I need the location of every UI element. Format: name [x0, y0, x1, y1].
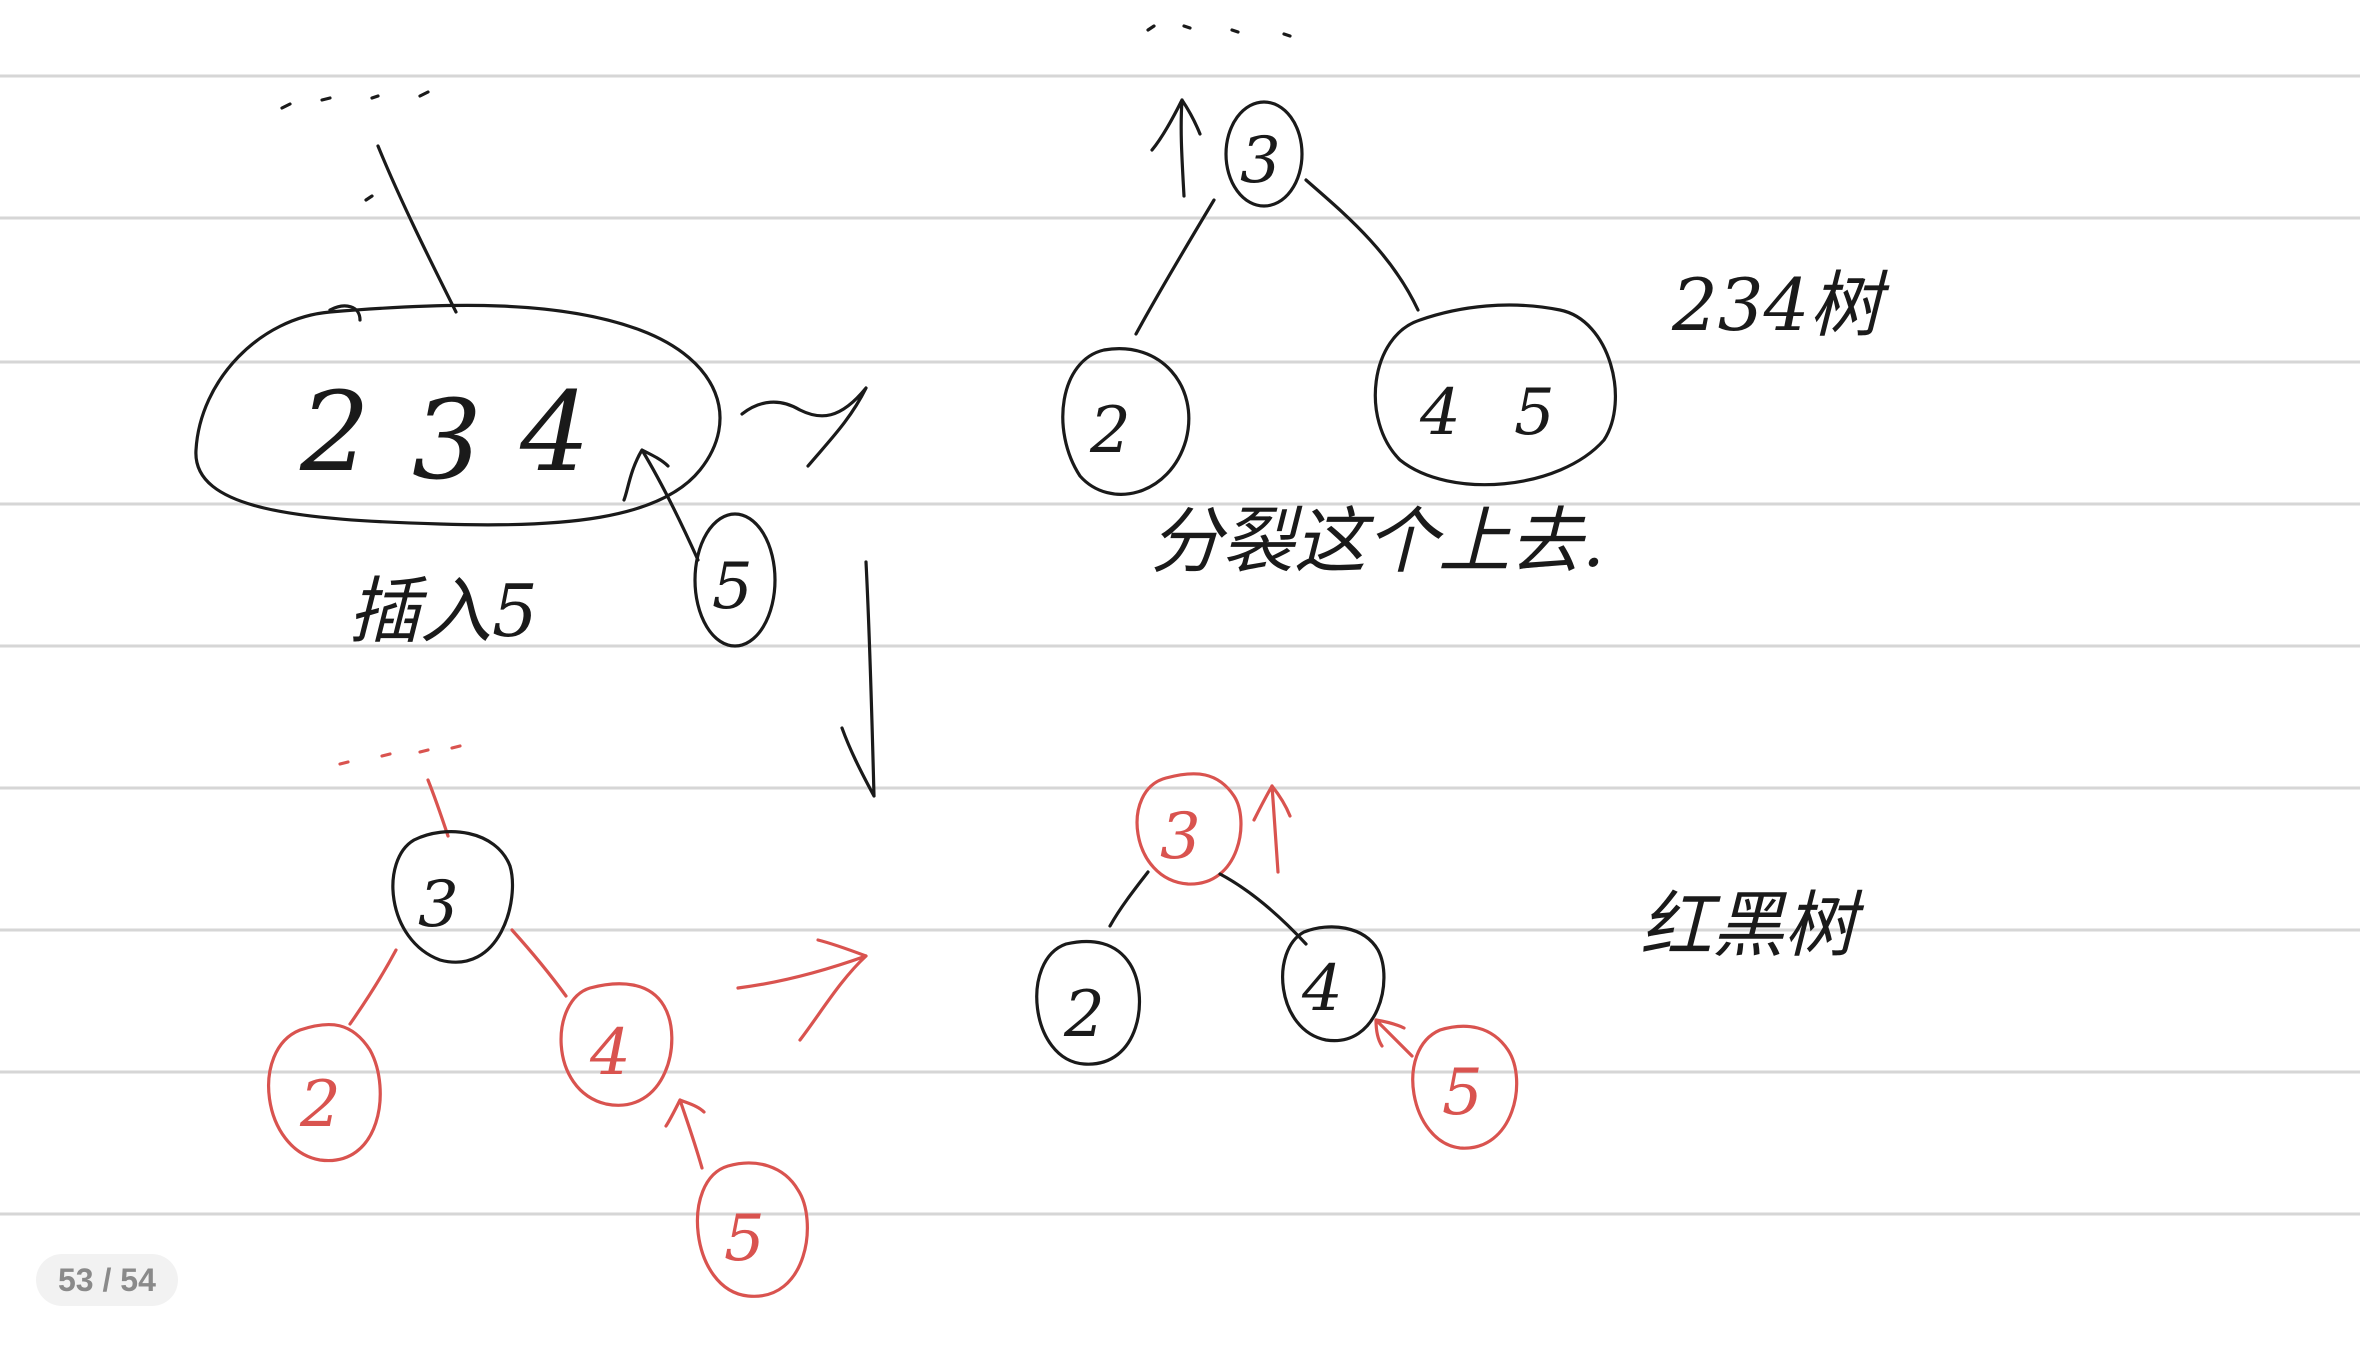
edge-left — [1108, 870, 1150, 928]
edge-left — [348, 948, 398, 1026]
right-grandchild-key: 5 — [1442, 1056, 1483, 1130]
tree-label-234: 234树 — [1671, 263, 1890, 347]
transform-arrow-down — [840, 560, 876, 798]
ellipsis-dots — [280, 90, 430, 110]
page-indicator[interactable]: 53 / 54 — [36, 1254, 178, 1306]
new-node-circle — [696, 1161, 809, 1298]
root-node-circle — [1224, 100, 1304, 208]
insert-arrow — [664, 1098, 706, 1170]
root-node-circle — [391, 830, 515, 964]
left-child-key: 2 — [1089, 394, 1131, 468]
edge-left — [1134, 198, 1216, 336]
edge-right — [510, 928, 568, 998]
split-caption: 分裂这个上去. — [1150, 499, 1605, 583]
insert-node-circle — [693, 512, 777, 648]
bottom-right-rb-tree: 3 2 4 5 红黑树 — [1035, 772, 1865, 1150]
left-child-key: 2 — [299, 1068, 341, 1142]
new-node-key: 5 — [724, 1202, 765, 1276]
left-child-circle — [1061, 347, 1191, 496]
edge-right — [1304, 178, 1420, 312]
right-child-key: 4 — [1301, 952, 1343, 1026]
node-key-2: 2 — [299, 368, 370, 496]
right-child-key: 4 — [589, 1016, 631, 1090]
right-child-circle — [1281, 925, 1386, 1043]
right-key-4: 4 — [1419, 376, 1461, 450]
transform-arrow-right — [736, 938, 868, 1042]
insert-caption: 插入5 — [348, 569, 538, 653]
bottom-left-rb-tree: 3 2 4 5 — [267, 744, 868, 1298]
four-node-oval — [194, 303, 722, 527]
edge-right — [1218, 872, 1308, 946]
ellipsis-dots — [338, 744, 462, 766]
ellipsis-dots — [1146, 24, 1292, 38]
parent-edge — [376, 144, 458, 314]
right-key-5: 5 — [1514, 376, 1555, 450]
split-up-arrow — [1150, 98, 1202, 198]
right-grandchild-circle — [1411, 1024, 1519, 1150]
root-node-circle — [1135, 772, 1243, 886]
up-arrow — [1252, 784, 1292, 874]
top-left-234-node: 2 3 4 5 插入5 — [194, 90, 868, 653]
right-child-circle — [559, 982, 674, 1107]
top-right-234-tree: 3 2 4 5 分裂这个上去. 234树 — [1061, 24, 1890, 583]
ruled-lines — [0, 74, 2360, 1216]
transform-arrow-right — [740, 386, 868, 468]
left-child-circle — [1035, 939, 1142, 1066]
child-arrow — [1374, 1018, 1414, 1058]
left-child-key: 2 — [1063, 978, 1105, 1052]
right-3node-oval — [1373, 303, 1617, 487]
tree-label-rb: 红黑树 — [1640, 883, 1865, 967]
root-node-key: 3 — [1240, 124, 1281, 198]
left-child-circle — [267, 1023, 382, 1163]
insert-node-key: 5 — [712, 550, 753, 624]
node-key-3: 3 — [412, 376, 482, 504]
insert-arrow — [622, 448, 700, 562]
root-node-key: 3 — [418, 868, 459, 942]
root-node-key: 3 — [1160, 800, 1201, 874]
node-key-4: 4 — [519, 368, 590, 496]
